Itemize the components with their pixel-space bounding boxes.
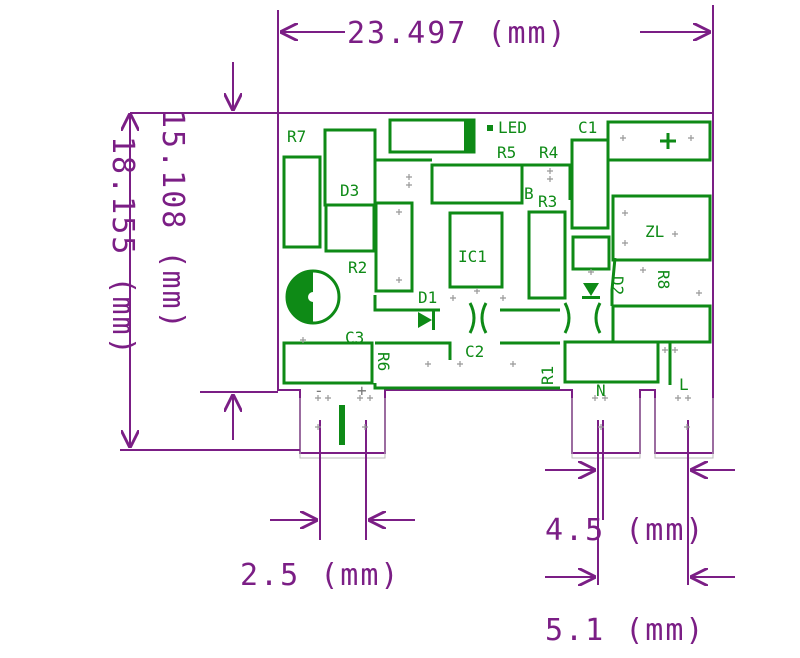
d2-pad-outline (571, 235, 611, 271)
trace-6 (373, 383, 560, 390)
c1-plus-icon (660, 133, 676, 149)
label-d1: D1 (418, 288, 437, 307)
led-outline (388, 118, 476, 154)
r5-outline (430, 163, 524, 205)
r2-outline (374, 201, 414, 293)
label-r5: R5 (497, 143, 516, 162)
label-zl: ZL (645, 222, 664, 241)
label-b: B (524, 184, 534, 203)
label-r1: R1 (538, 366, 557, 385)
label-r4: R4 (539, 143, 558, 162)
dim-width-label: 23.497 (mm) (347, 16, 568, 51)
zl-outline (611, 194, 712, 262)
via-markers (300, 135, 702, 430)
label-r6: R6 (374, 352, 393, 371)
trace-2 (522, 163, 572, 200)
d3-lower-outline (324, 203, 376, 253)
dimension-lines (120, 5, 735, 585)
label-plus: + (357, 381, 367, 400)
trace-7 (375, 341, 452, 360)
label-ic1: IC1 (458, 247, 487, 266)
label-r7: R7 (287, 127, 306, 146)
label-r8: R8 (654, 270, 673, 289)
c2-symbol (468, 302, 602, 334)
led-cathode-mark (464, 120, 474, 152)
dim-pin-pitch-right-label: 5.1 (mm) (545, 613, 706, 648)
trace-4 (373, 295, 440, 312)
label-c1: C1 (578, 118, 597, 137)
label-n: N (596, 381, 606, 400)
label-c3: C3 (345, 328, 364, 347)
label-d2: D2 (608, 276, 627, 295)
label-minus: - (314, 381, 324, 400)
label-l: L (679, 375, 689, 394)
c3-outline (282, 341, 374, 385)
dim-height-inner-label: 15.108 (mm) (155, 110, 190, 331)
ic1-outline (448, 211, 504, 289)
d1-diode-symbol (418, 310, 435, 330)
d2-diode-symbol (582, 283, 600, 299)
trace-3 (610, 257, 617, 306)
label-d3: D3 (340, 181, 359, 200)
label-r2: R2 (348, 258, 367, 277)
label-r3: R3 (538, 192, 557, 211)
pad-bar (339, 405, 345, 445)
dim-pin-pitch-left-label: 2.5 (mm) (240, 558, 401, 593)
dim-pin-pitch-mid-label: 4.5 (mm) (545, 513, 706, 548)
label-c2: C2 (465, 342, 484, 361)
trace-1 (373, 158, 432, 165)
dim-height-outer-label: 18.155 (mm) (105, 136, 140, 357)
electrolytic-capacitor (285, 269, 341, 325)
r7-outline (282, 155, 322, 249)
r8-outline (611, 304, 712, 344)
trace-9 (662, 340, 672, 385)
board-inner-edge (299, 398, 714, 459)
led-dot (487, 125, 493, 131)
r3-outline (527, 210, 567, 300)
r1-outline (563, 340, 660, 384)
label-led: LED (498, 118, 527, 137)
r4-outline (570, 138, 610, 230)
